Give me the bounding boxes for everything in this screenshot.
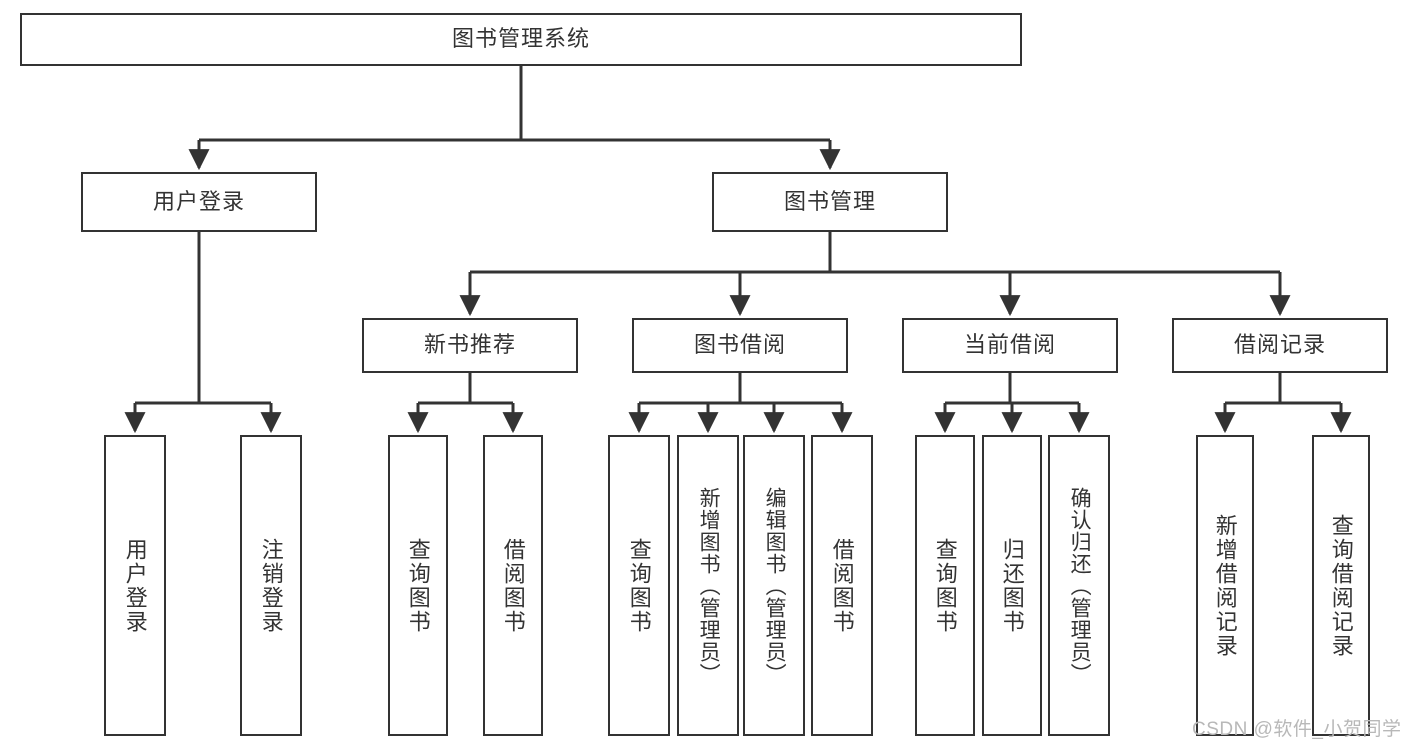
csdn-watermark: CSDN @软件_小贺同学 [1192, 719, 1402, 740]
node-current-borrow-label: 当前借阅 [963, 332, 1056, 358]
node-book-management[interactable]: 图书管理 [712, 172, 948, 232]
leaf-node-label: 归还图书 [999, 537, 1025, 634]
leaf-node[interactable]: 编辑图书（管理员） [743, 435, 805, 736]
leaf-node-label: 用户登录 [122, 537, 148, 634]
leaf-node-label: 新增借阅记录 [1212, 513, 1238, 658]
node-borrow-record-label: 借阅记录 [1233, 332, 1326, 358]
node-borrow-record[interactable]: 借阅记录 [1172, 318, 1388, 373]
leaf-node-label: 借阅图书 [829, 537, 855, 634]
leaf-node-label: 查询图书 [626, 537, 652, 634]
leaf-node[interactable]: 新增借阅记录 [1196, 435, 1254, 736]
node-user-login[interactable]: 用户登录 [81, 172, 317, 232]
leaf-node-label: 新增图书（管理员） [697, 486, 721, 685]
node-new-book-recommend[interactable]: 新书推荐 [362, 318, 578, 373]
node-root[interactable]: 图书管理系统 [20, 13, 1022, 66]
leaf-node[interactable]: 确认归还（管理员） [1048, 435, 1110, 736]
node-new-book-recommend-label: 新书推荐 [423, 332, 516, 358]
node-root-label: 图书管理系统 [451, 26, 590, 52]
leaf-node[interactable]: 查询图书 [388, 435, 448, 736]
leaf-node-label: 查询图书 [405, 537, 431, 634]
leaf-node[interactable]: 用户登录 [104, 435, 166, 736]
leaf-node[interactable]: 查询图书 [915, 435, 975, 736]
leaf-node[interactable]: 新增图书（管理员） [677, 435, 739, 736]
leaf-node[interactable]: 归还图书 [982, 435, 1042, 736]
node-book-management-label: 图书管理 [783, 188, 876, 214]
node-user-login-label: 用户登录 [152, 188, 245, 214]
leaf-node[interactable]: 查询借阅记录 [1312, 435, 1370, 736]
leaf-node-label: 查询图书 [932, 537, 958, 634]
leaf-node-label: 查询借阅记录 [1328, 513, 1354, 658]
leaf-node-label: 编辑图书（管理员） [763, 486, 787, 685]
node-book-borrow[interactable]: 图书借阅 [632, 318, 848, 373]
leaf-node[interactable]: 借阅图书 [811, 435, 873, 736]
node-book-borrow-label: 图书借阅 [693, 332, 786, 358]
leaf-node[interactable]: 注销登录 [240, 435, 302, 736]
leaf-node[interactable]: 查询图书 [608, 435, 670, 736]
leaf-node-label: 确认归还（管理员） [1068, 486, 1092, 685]
node-current-borrow[interactable]: 当前借阅 [902, 318, 1118, 373]
leaf-node-label: 注销登录 [258, 537, 284, 634]
leaf-node-label: 借阅图书 [500, 537, 526, 634]
leaf-node[interactable]: 借阅图书 [483, 435, 543, 736]
